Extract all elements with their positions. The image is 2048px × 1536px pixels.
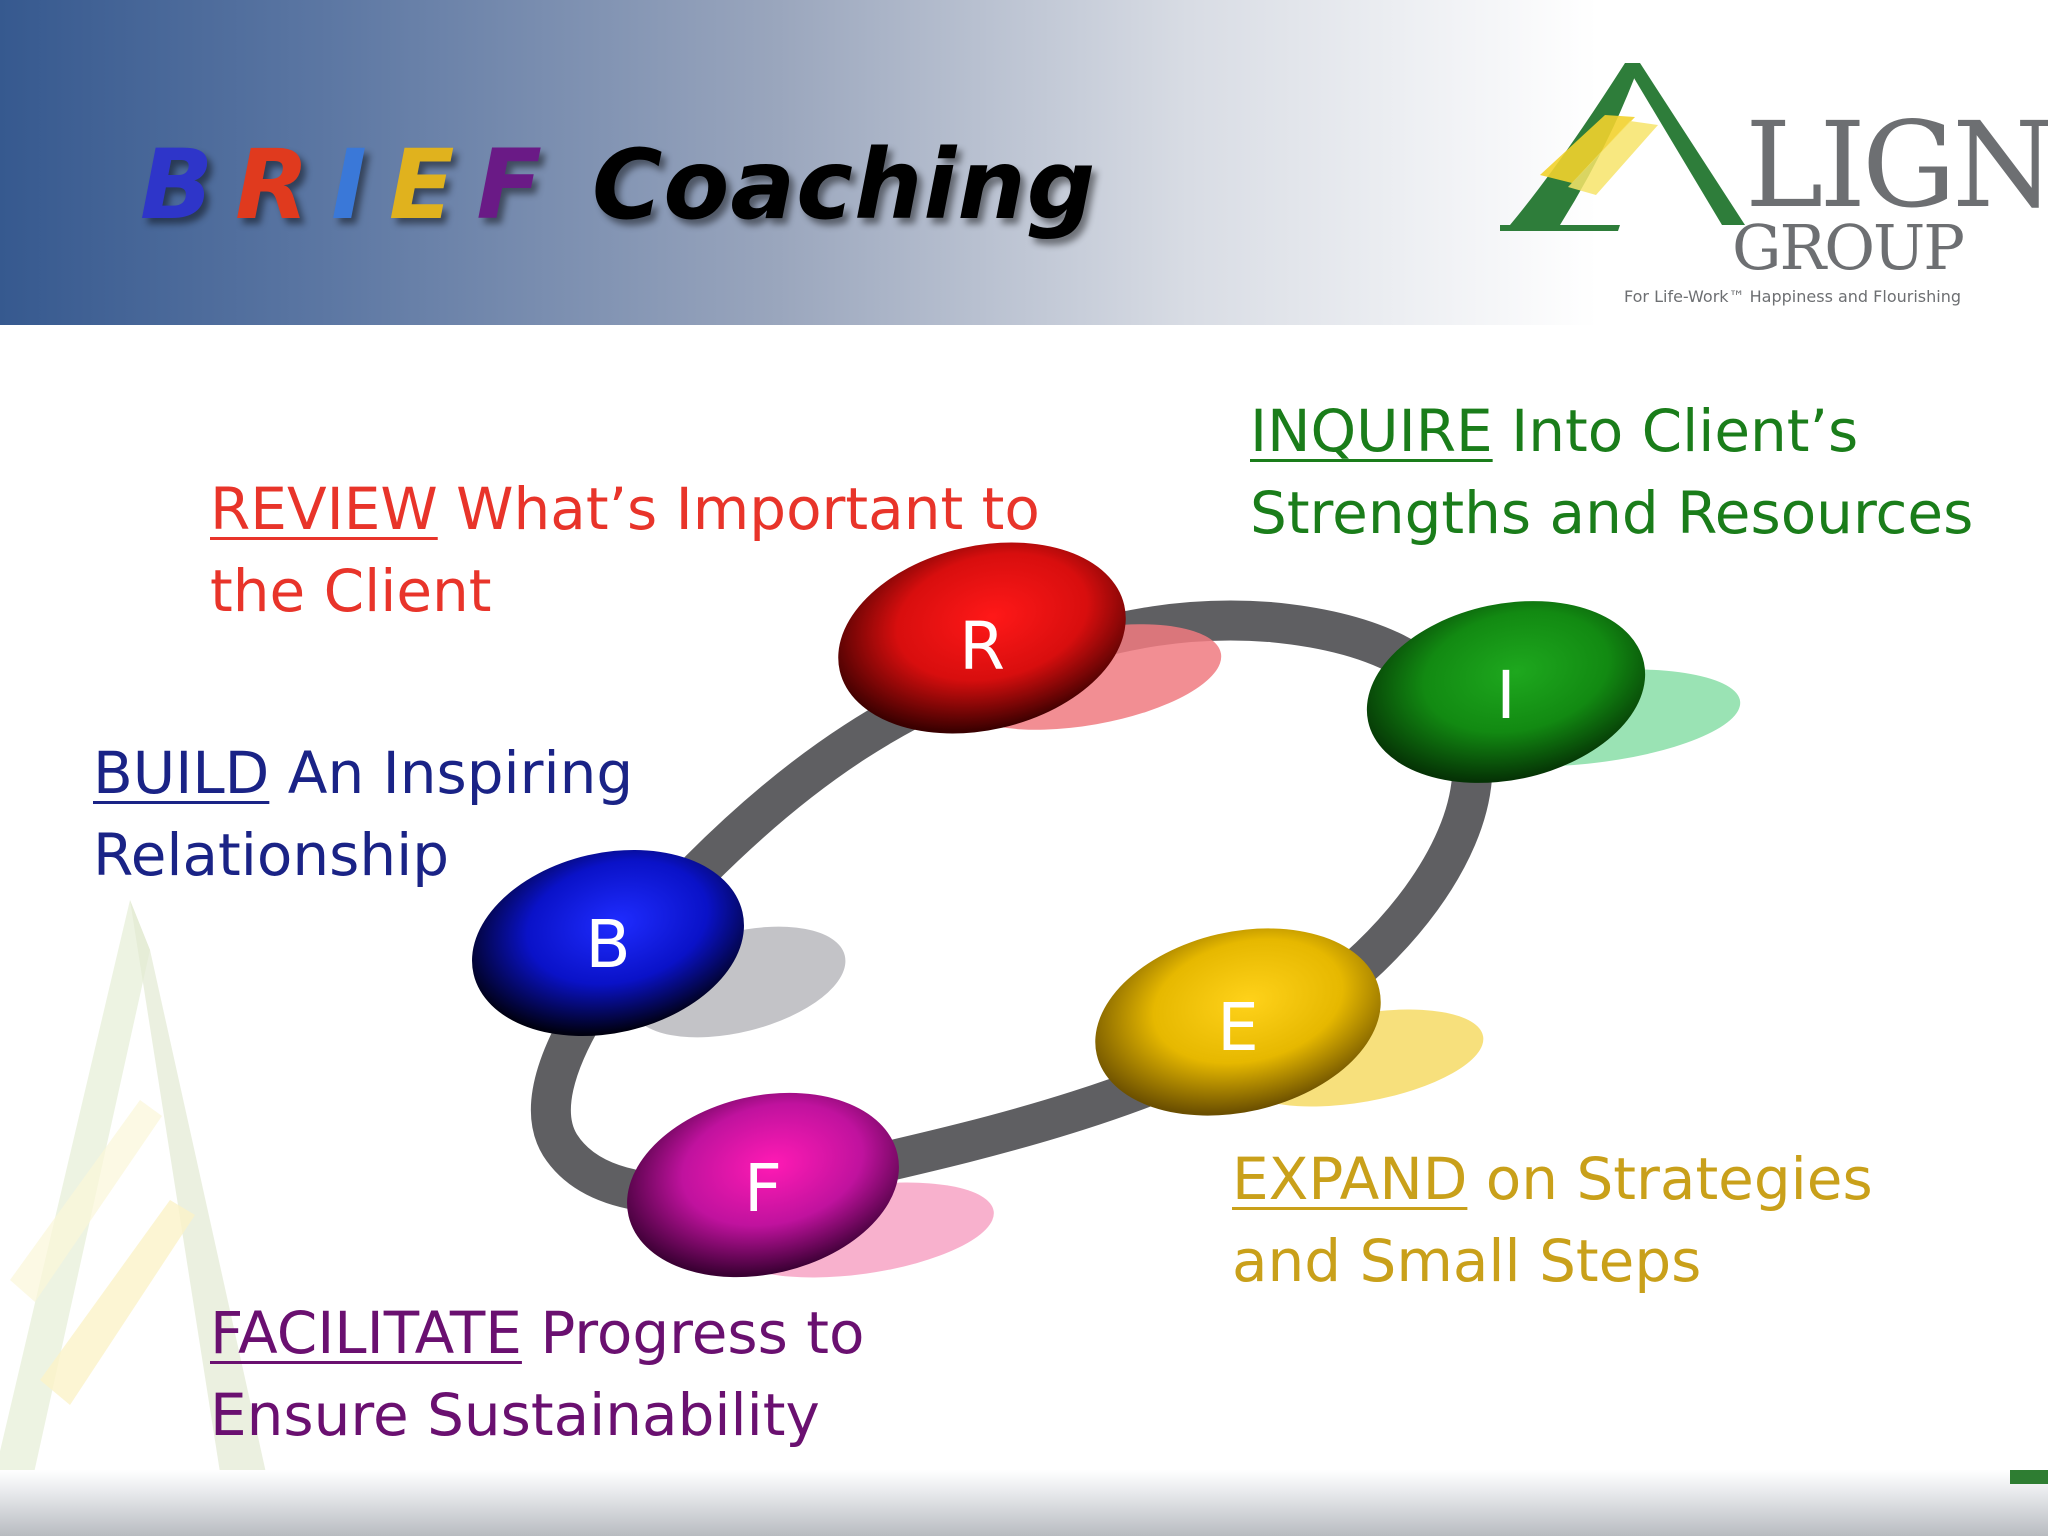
caption-review: REVIEW What’s Important to the Client [210, 468, 1040, 632]
node-r-label: R [959, 608, 1005, 685]
caption-facilitate-line2: Ensure Sustainability [210, 1381, 820, 1449]
header-band [0, 0, 2048, 325]
node-f-label: F [744, 1150, 782, 1227]
node-b-label: B [585, 906, 630, 983]
title-letter-e: E [388, 129, 455, 241]
caption-inquire: INQUIRE Into Client’s Strengths and Reso… [1250, 390, 1973, 554]
title-letter-b: B [140, 129, 214, 241]
footer-accent [2010, 1470, 2048, 1484]
caption-build: BUILD An Inspiring Relationship [93, 732, 633, 896]
align-group-logo: LIGN GROUP For Life-Work™ Happiness and … [1500, 55, 2048, 315]
caption-build-line2: Relationship [93, 821, 450, 889]
caption-expand: EXPAND on Strategies and Small Steps [1232, 1138, 1873, 1302]
logo-tagline: For Life-Work™ Happiness and Flourishing [1624, 287, 1961, 306]
node-e-label: E [1217, 989, 1259, 1066]
caption-build-keyword: BUILD [93, 739, 270, 807]
node-e: E [1095, 928, 1381, 1116]
caption-review-rest: What’s Important to [437, 475, 1040, 543]
caption-build-rest: An Inspiring [269, 739, 634, 807]
node-i: I [1366, 601, 1646, 783]
watermark-a-icon [0, 900, 280, 1536]
caption-facilitate-keyword: FACILITATE [210, 1299, 522, 1367]
title-letter-r: R [235, 129, 310, 241]
logo-group-text: GROUP [1732, 211, 1965, 284]
node-i-label: I [1496, 657, 1515, 734]
caption-facilitate-rest: Progress to [521, 1299, 865, 1367]
node-r: R [838, 542, 1126, 734]
caption-facilitate: FACILITATE Progress to Ensure Sustainabi… [210, 1292, 865, 1456]
caption-expand-line1: EXPAND on Strategies [1232, 1138, 1873, 1220]
caption-inquire-line1: INQUIRE Into Client’s [1250, 390, 1973, 472]
node-b: B [472, 849, 744, 1037]
caption-review-line2: the Client [210, 557, 492, 625]
caption-inquire-line2: Strengths and Resources [1250, 479, 1974, 547]
caption-facilitate-line1: FACILITATE Progress to [210, 1292, 865, 1374]
caption-inquire-keyword: INQUIRE [1250, 397, 1493, 465]
caption-expand-rest: on Strategies [1467, 1145, 1873, 1213]
logo-a-mark-icon [1500, 63, 1745, 231]
caption-review-keyword: REVIEW [210, 475, 438, 543]
title-letter-i: I [331, 129, 367, 241]
title-word: Coaching [591, 129, 1097, 241]
caption-review-line1: REVIEW What’s Important to [210, 468, 1040, 550]
node-f: F [627, 1092, 899, 1278]
title-letter-f: F [476, 129, 542, 241]
caption-inquire-rest: Into Client’s [1492, 397, 1859, 465]
caption-build-line1: BUILD An Inspiring [93, 732, 633, 814]
footer-bar [0, 1470, 2048, 1536]
logo-word: LIGN [1745, 96, 2048, 234]
caption-expand-line2: and Small Steps [1232, 1227, 1702, 1295]
caption-expand-keyword: EXPAND [1232, 1145, 1468, 1213]
